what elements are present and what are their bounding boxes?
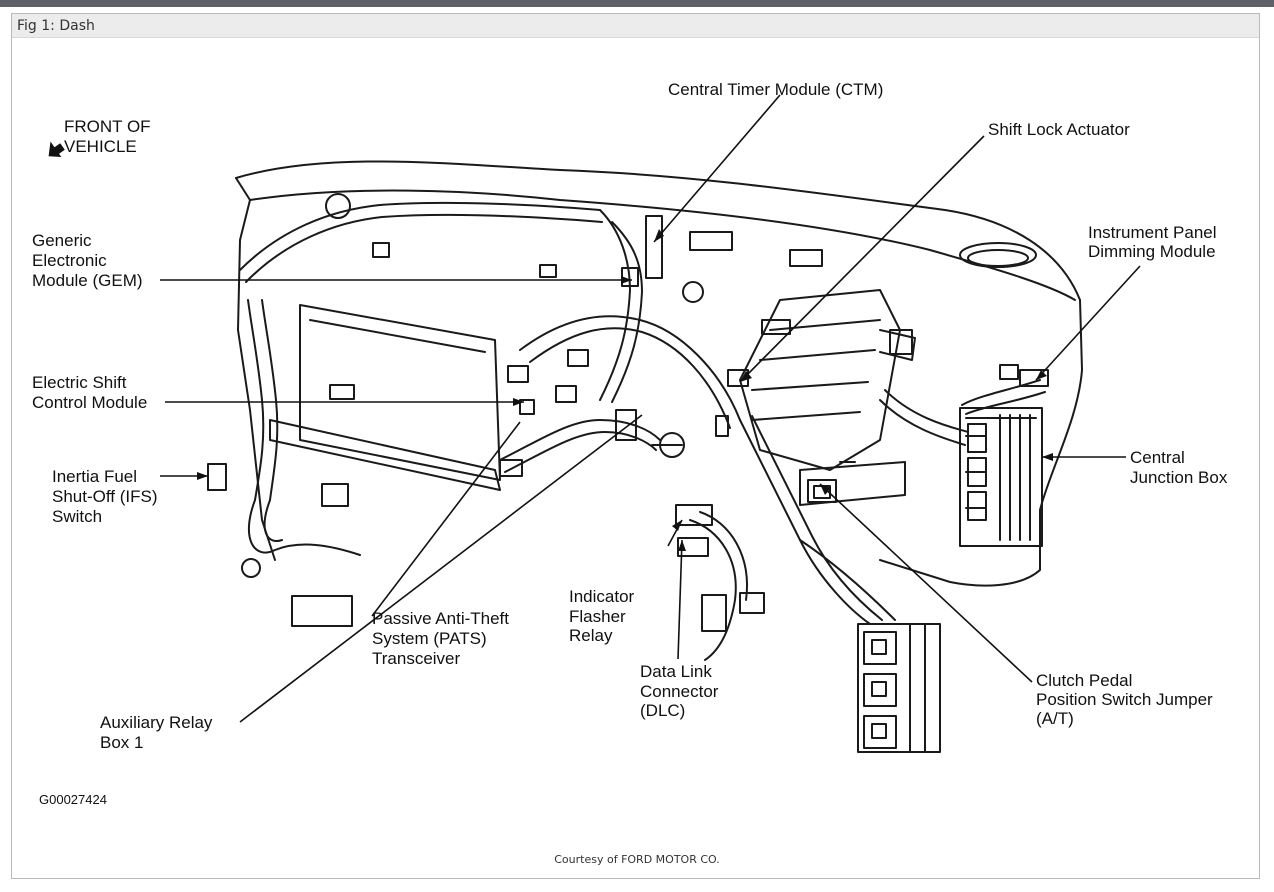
label-gem-line-3: Module (GEM) [32, 271, 143, 290]
label-ipdm-line-2: Dimming Module [1088, 242, 1216, 261]
label-gem-line-1: Generic [32, 231, 92, 250]
credit-line: Courtesy of FORD MOTOR CO. [554, 853, 720, 866]
label-clutch-line-3: (A/T) [1036, 709, 1074, 728]
label-gem-line-2: Electronic [32, 251, 107, 270]
figure-caption: Fig 1: Dash [17, 18, 95, 34]
front-of-vehicle-line-1: FRONT OF [64, 117, 151, 136]
leader-lines [160, 94, 1141, 723]
label-flasher-line-1: Indicator [569, 587, 635, 606]
label-pats-line-2: System (PATS) [372, 629, 487, 648]
figure-caption-bar: Fig 1: Dash [12, 14, 1259, 38]
label-pats-line-1: Passive Anti-Theft [372, 609, 509, 628]
label-clutch-line-1: Clutch Pedal [1036, 671, 1132, 690]
label-clutch-line-2: Position Switch Jumper [1036, 690, 1213, 709]
label-escm-line-1: Electric Shift [32, 373, 127, 392]
front-arrow-icon [48, 141, 65, 158]
label-aux-line-2: Box 1 [100, 733, 143, 752]
label-shift-lock-actuator: Shift Lock Actuator [988, 120, 1130, 139]
label-cjb-line-2: Junction Box [1130, 468, 1228, 487]
label-flasher-line-2: Flasher [569, 607, 626, 626]
figure-id: G00027424 [39, 792, 107, 807]
label-cjb-line-1: Central [1130, 448, 1185, 467]
label-pats-line-3: Transceiver [372, 649, 461, 668]
top-bar [0, 0, 1274, 7]
leader-arrowheads [197, 229, 1053, 551]
dashboard-drawing [207, 160, 1083, 753]
label-dlc-line-1: Data Link [640, 662, 712, 681]
label-flasher-line-3: Relay [569, 626, 613, 645]
label-dlc-line-2: Connector [640, 682, 719, 701]
label-aux-line-1: Auxiliary Relay [100, 713, 213, 732]
label-escm-line-2: Control Module [32, 393, 147, 412]
front-of-vehicle-line-2: VEHICLE [64, 137, 137, 156]
figure-frame: Fig 1: Dash [11, 13, 1260, 879]
label-ifs-line-1: Inertia Fuel [52, 467, 137, 486]
label-ipdm-line-1: Instrument Panel [1088, 223, 1217, 242]
label-dlc-line-3: (DLC) [640, 701, 685, 720]
label-ifs-line-3: Switch [52, 507, 102, 526]
label-ifs-line-2: Shut-Off (IFS) [52, 487, 158, 506]
label-ctm: Central Timer Module (CTM) [668, 80, 883, 99]
